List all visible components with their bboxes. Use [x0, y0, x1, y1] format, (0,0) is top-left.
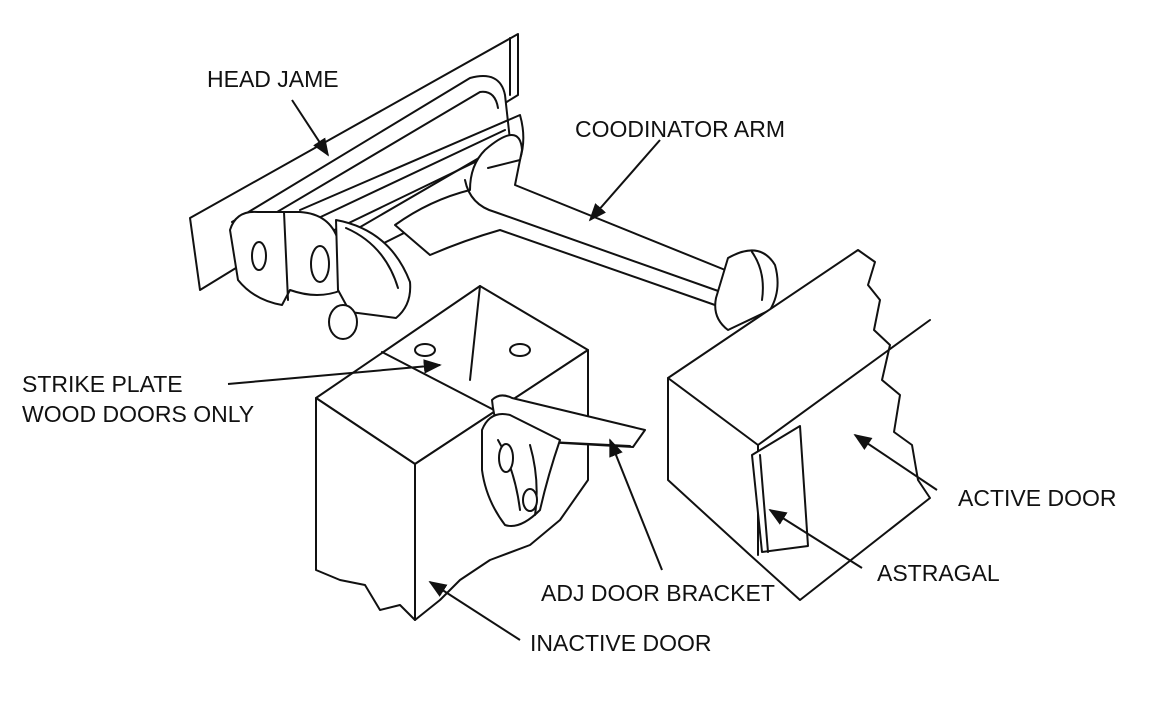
- bracket-hole-upper: [498, 443, 514, 473]
- leader-active-door: [853, 433, 938, 491]
- label-head-jamb: HEAD JAME: [207, 66, 339, 92]
- coordinator-housing: [229, 75, 525, 340]
- leader-inactive-door: [428, 581, 521, 641]
- mounting-hole-right: [310, 245, 330, 283]
- leader-lines: [227, 99, 938, 641]
- label-inactive-door: INACTIVE DOOR: [530, 630, 711, 656]
- leader-astragal: [768, 509, 863, 569]
- mounting-hole-left: [251, 241, 267, 271]
- callout-labels: HEAD JAME COODINATOR ARM STRIKE PLATE WO…: [22, 66, 1116, 656]
- label-coordinator-arm: COODINATOR ARM: [575, 116, 785, 142]
- label-active-door: ACTIVE DOOR: [958, 485, 1116, 511]
- label-astragal: ASTRAGAL: [877, 560, 1000, 586]
- bumper-knob: [328, 304, 358, 340]
- label-adj-door-bracket: ADJ DOOR BRACKET: [541, 580, 775, 606]
- label-strike-plate-line1: STRIKE PLATE: [22, 371, 183, 397]
- leader-adj-bracket: [609, 438, 663, 571]
- leader-strike-plate: [227, 359, 442, 385]
- bracket-hole-lower: [522, 488, 538, 512]
- astragal-strip: [751, 425, 809, 553]
- label-strike-plate-line2: WOOD DOORS ONLY: [22, 401, 254, 427]
- leader-coordinator-arm: [588, 139, 661, 222]
- active-door: [667, 249, 931, 601]
- strike-screw-hole-1: [414, 343, 436, 357]
- coordinator-arm: [394, 134, 779, 331]
- leader-head-jamb: [291, 99, 329, 157]
- strike-screw-hole-2: [509, 343, 531, 357]
